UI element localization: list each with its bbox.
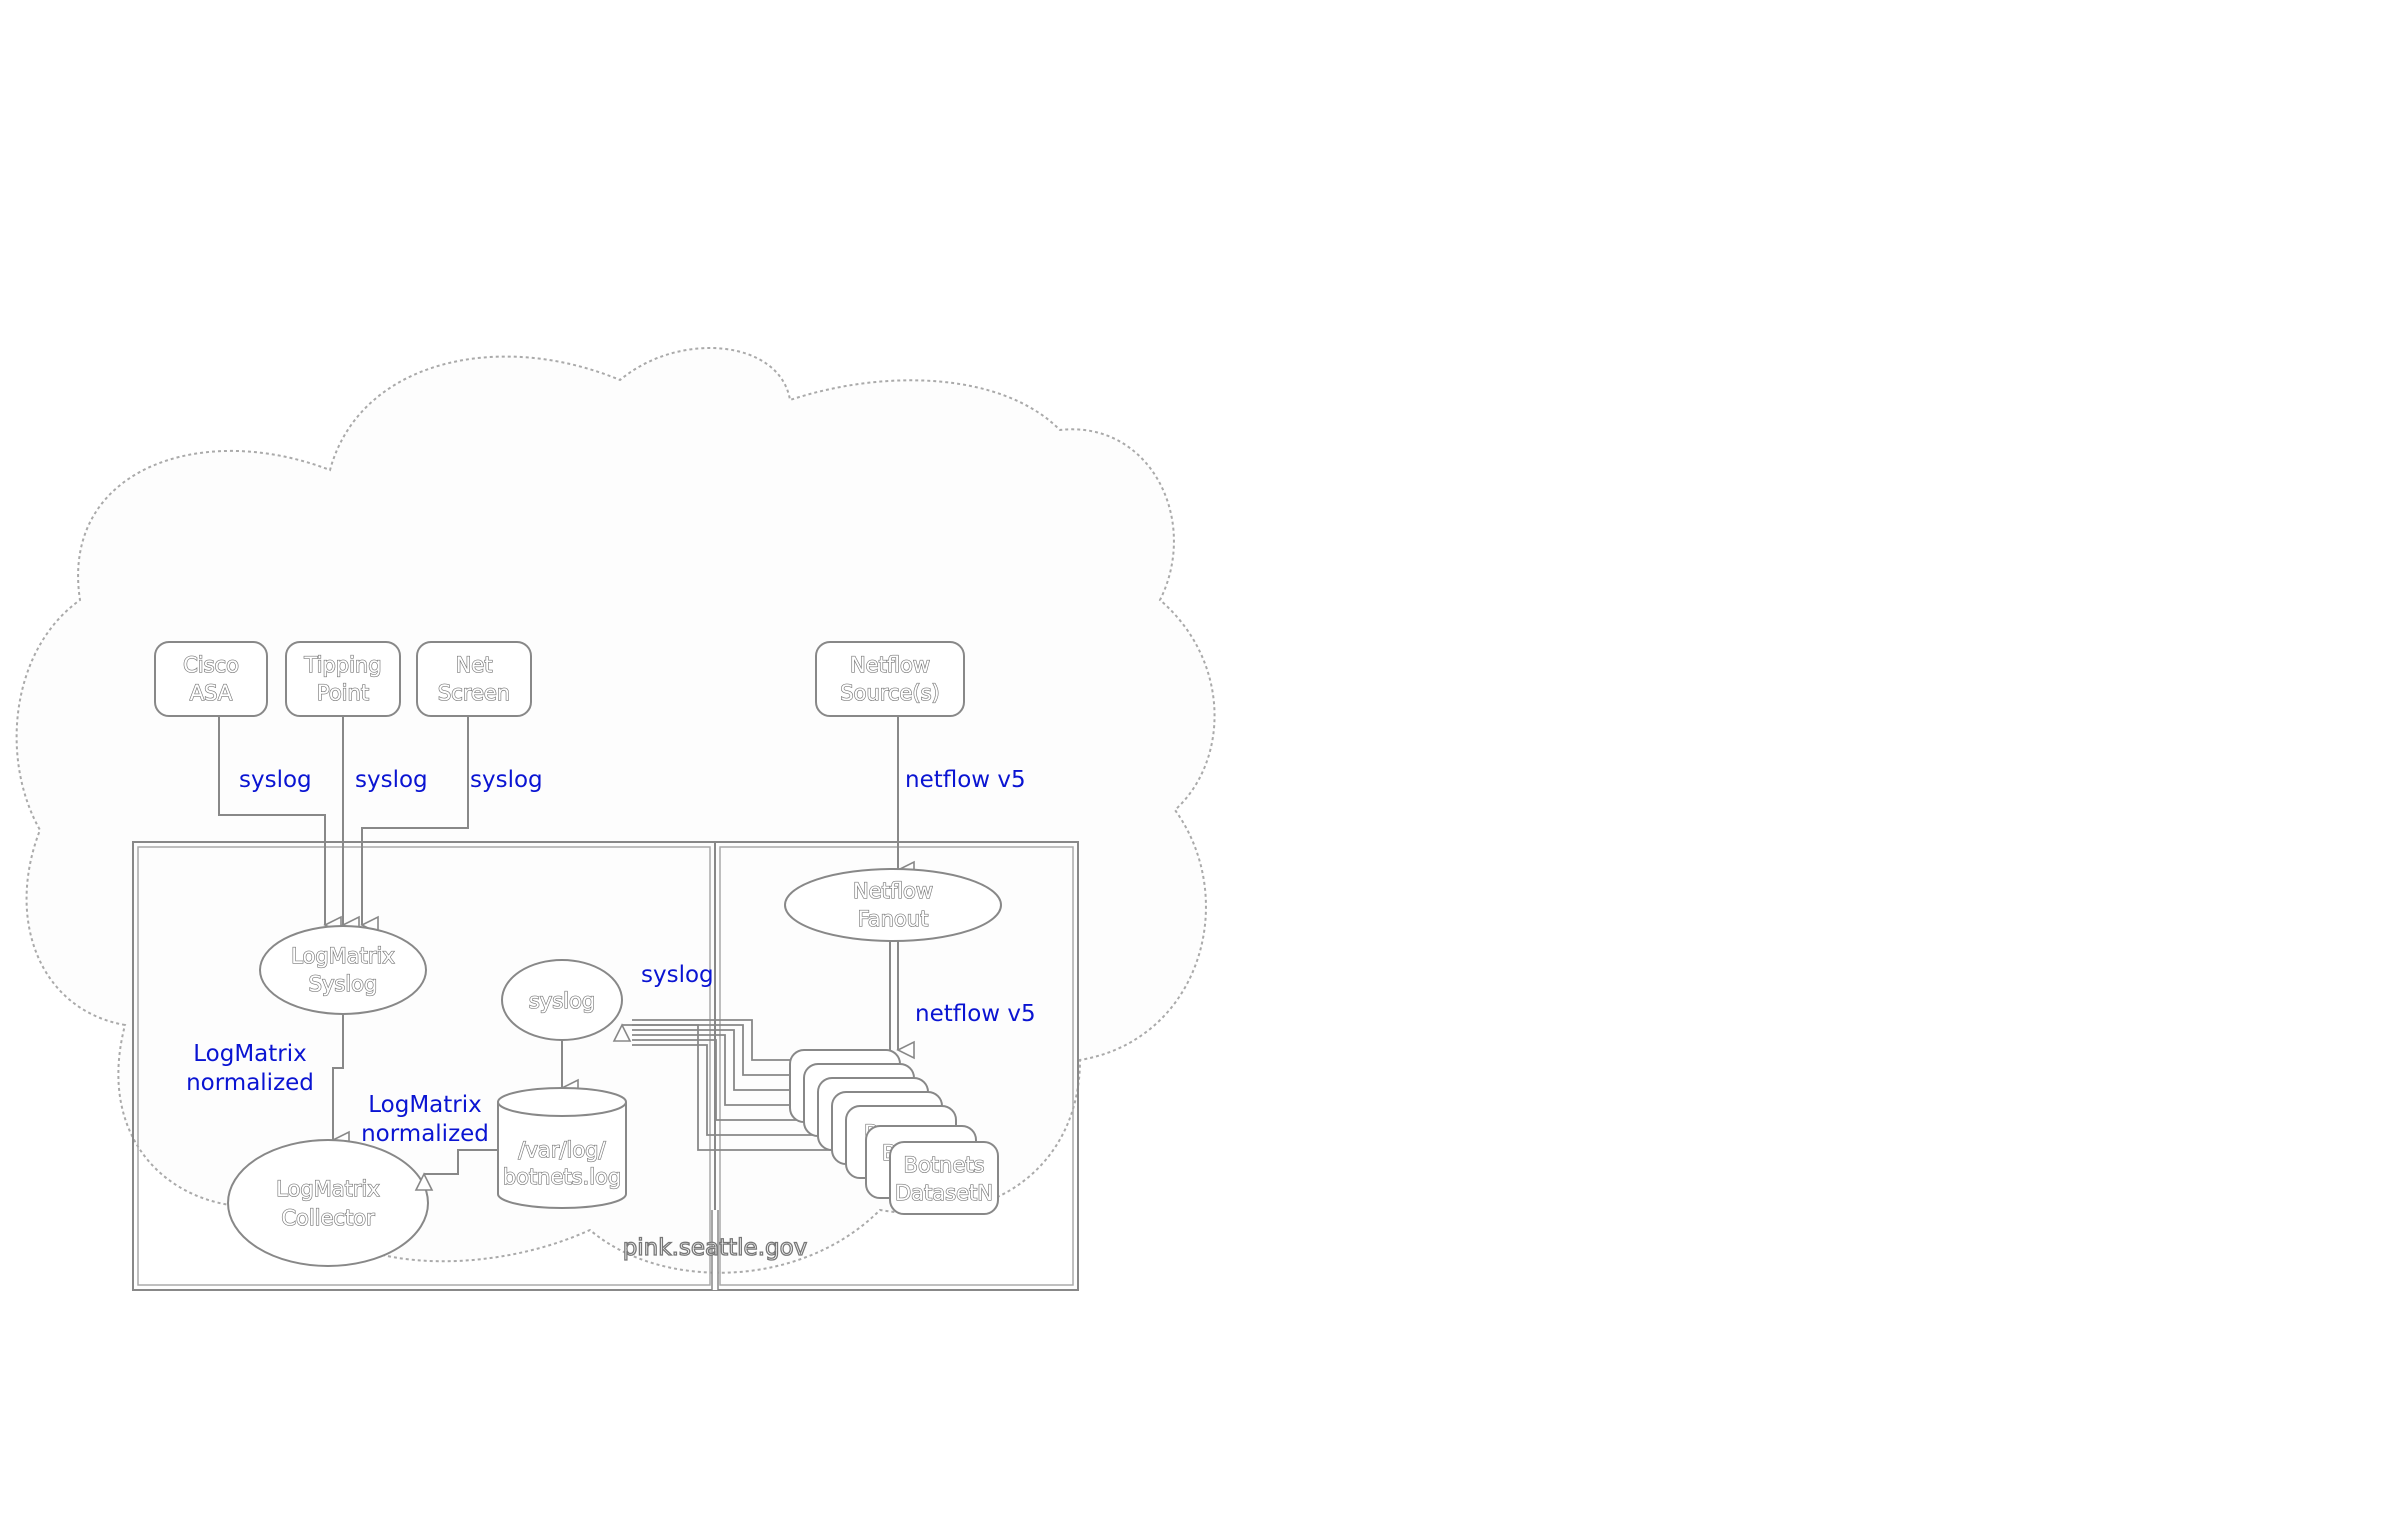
edge-label-normalized-line1: LogMatrix (368, 1092, 482, 1118)
syslog-edges (218, 716, 915, 935)
edge-label-normalized-line2: normalized (361, 1121, 489, 1147)
cloud-outline (15, 346, 1216, 1274)
edge-datasets-to-syslog (612, 1019, 856, 1151)
host-box-right-inner (719, 846, 1074, 1286)
logmatrix-collector-node: LogMatrix Collector (227, 1139, 429, 1267)
syslog-node-label: syslog (529, 989, 595, 1013)
host-box-right (714, 841, 1079, 1291)
edge-label-syslog: syslog (355, 767, 428, 793)
edge-label-netflow: netflow v5 (905, 767, 1026, 793)
dataset-box-front: Botnets DatasetN (889, 1141, 999, 1215)
source-label-line2: ASA (190, 681, 233, 705)
source-label-line2: Point (317, 681, 369, 705)
netflow-fanout-line1: Netflow (853, 879, 933, 903)
edge-label-normalized-line1: LogMatrix (193, 1041, 307, 1067)
edge-label-netflow: netflow v5 (915, 1001, 1036, 1027)
logmatrix-collector-line1: LogMatrix (276, 1177, 380, 1201)
logfile-line2: botnets.log (503, 1165, 622, 1189)
netflow-fanout-node: Netflow Fanout (784, 868, 1002, 942)
edge-logfile-to-collector (414, 1149, 498, 1191)
source-label-line2: Screen (438, 681, 510, 705)
host-box-left-inner (137, 846, 711, 1286)
dataset-front-line1: Botnets (904, 1153, 985, 1177)
netflow-source-line1: Netflow (850, 653, 930, 677)
edge-fanout-to-datasets (889, 941, 915, 1060)
host-label: pink.seattle.gov (623, 1235, 808, 1261)
logfile-cylinder: /var/log/ botnets.log (497, 1087, 627, 1209)
logfile-line1: /var/log/ (518, 1138, 606, 1162)
source-net-screen: Net Screen (416, 641, 532, 717)
source-cisco-asa: Cisco ASA (154, 641, 268, 717)
edge-label-syslog: syslog (470, 767, 543, 793)
edge-label-syslog: syslog (239, 767, 312, 793)
logmatrix-syslog-line1: LogMatrix (291, 944, 395, 968)
logmatrix-collector-line2: Collector (281, 1206, 375, 1230)
edge-label-syslog-return: syslog (641, 962, 714, 988)
source-label-line1: Tipping (303, 653, 381, 677)
logmatrix-syslog-node: LogMatrix Syslog (259, 925, 427, 1015)
netflow-fanout-line2: Fanout (858, 907, 929, 931)
source-tipping-point: Tipping Point (285, 641, 401, 717)
logmatrix-syslog-line2: Syslog (309, 972, 378, 996)
dataset-stack: B B B B B B Botnets DatasetN (789, 1049, 999, 1215)
dataset-front-line2: DatasetN (895, 1181, 993, 1205)
netflow-source-line2: Source(s) (840, 681, 939, 705)
source-label-line1: Cisco (183, 653, 239, 677)
netflow-source-node: Netflow Source(s) (815, 641, 965, 717)
edge-syslog-to-collector (331, 1014, 350, 1150)
edge-label-normalized-line2: normalized (186, 1070, 314, 1096)
syslog-node: syslog (501, 959, 623, 1041)
source-label-line1: Net (456, 653, 493, 677)
